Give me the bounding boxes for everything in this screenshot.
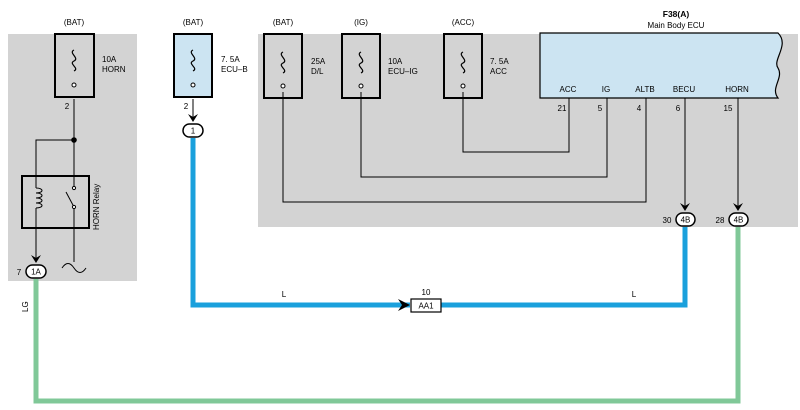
ecu-pin-horn: 15 <box>724 104 733 113</box>
wire-altb <box>282 92 647 203</box>
horn-fuse-box <box>54 33 95 98</box>
connector-1a-pin: 7 <box>17 268 22 277</box>
connector-4b-becu <box>675 212 696 227</box>
connector-1 <box>182 123 204 138</box>
horn-fuse-amp: 10A <box>102 55 117 64</box>
fuse-ecu-ig-box <box>341 33 381 99</box>
horn-fuse-name: HORN <box>102 65 126 74</box>
fuse-acc-box <box>443 33 483 99</box>
connector-1a <box>25 264 47 279</box>
ecub-fuse-source: (BAT) <box>183 18 204 27</box>
splice-aa1-id: AA1 <box>418 302 434 311</box>
fuse-ecu-ig: (IG) 10A ECU–IG <box>341 18 418 99</box>
splice-aa1-box <box>410 298 442 313</box>
ecu-terminal-acc: ACC <box>560 85 577 94</box>
wire-l-label-left: L <box>282 290 287 299</box>
relay-coil <box>35 176 43 228</box>
ecu-pin-acc: 21 <box>558 104 567 113</box>
ecu-code: F38(A) <box>663 9 690 19</box>
wire-lg <box>33 227 741 404</box>
ecub-fuse-pin <box>190 82 196 88</box>
connector-4b-horn-id: 4B <box>734 216 744 225</box>
wire-relay-to-ground <box>61 228 87 273</box>
fuse-acc-source: (ACC) <box>452 18 475 27</box>
wire-ig <box>360 92 608 178</box>
wire-l-label-right: L <box>632 290 637 299</box>
wire-lg-label: LG <box>21 301 30 312</box>
ecu-terminal-altb: ALTB <box>635 85 654 94</box>
ecu-pin-ig: 5 <box>598 104 603 113</box>
connector-4b-becu-id: 4B <box>681 216 691 225</box>
ecu-name: Main Body ECU <box>648 21 705 30</box>
fuse-dl-name: D/L <box>311 67 324 76</box>
fuse-acc-name: ACC <box>490 67 507 76</box>
fuse-dl: (BAT) 25A D/L <box>263 18 326 99</box>
wire-acc <box>462 92 570 153</box>
ecub-fuse-name: ECU–B <box>221 65 248 74</box>
horn-section-panel <box>8 34 137 281</box>
ecu-terminal-horn: HORN <box>725 85 749 94</box>
arrow-becu <box>680 203 690 211</box>
fuse-dl-source: (BAT) <box>273 18 294 27</box>
ecub-fuse-amp: 7. 5A <box>221 55 240 64</box>
splice-aa1-pin: 10 <box>422 288 431 297</box>
horn-fuse-source: (BAT) <box>64 18 85 27</box>
fuse-ecu-ig-name: ECU–IG <box>388 67 418 76</box>
fuse-ecu-ig-amp: 10A <box>388 57 403 66</box>
horn-fuse-pin-number: 2 <box>65 102 70 111</box>
main-body-ecu-box <box>539 32 783 99</box>
fuse-dl-box <box>263 33 303 99</box>
ecu-terminal-becu: BECU <box>673 85 695 94</box>
wire-l <box>190 138 688 308</box>
fuse-dl-pin <box>280 83 286 89</box>
fuse-ecu-ig-source: (IG) <box>354 18 368 27</box>
connector-4b-becu-pin: 30 <box>663 216 672 225</box>
ecub-fuse-pin-number: 2 <box>184 102 189 111</box>
connector-4b-horn-pin: 28 <box>716 216 725 225</box>
relay-switch-bottom <box>71 204 77 210</box>
fuse-acc-pin <box>460 83 466 89</box>
connector-1a-id: 1A <box>31 268 41 277</box>
ecu-pin-becu: 6 <box>676 104 681 113</box>
fuse-ecu-ig-pin <box>358 83 364 89</box>
arrow-horn-ecu <box>733 203 743 211</box>
arrow-ecub <box>188 114 198 122</box>
arrow-aa1 <box>398 299 410 311</box>
horn-relay-box <box>21 175 90 229</box>
fuse-acc-amp: 7. 5A <box>490 57 509 66</box>
fuse-dl-amp: 25A <box>311 57 326 66</box>
connector-4b-horn <box>728 212 749 227</box>
fuse-acc: (ACC) 7. 5A ACC <box>443 18 509 99</box>
ecu-terminal-ig: IG <box>602 85 610 94</box>
connector-1-id: 1 <box>191 127 196 136</box>
arrow-1a <box>31 255 41 263</box>
wire-horn-coil-feed <box>35 139 74 176</box>
horn-fuse-pin <box>71 82 77 88</box>
ecu-pin-altb: 4 <box>637 104 642 113</box>
relay-switch-top <box>71 185 77 191</box>
horn-relay-label: HORN Relay <box>92 184 101 230</box>
